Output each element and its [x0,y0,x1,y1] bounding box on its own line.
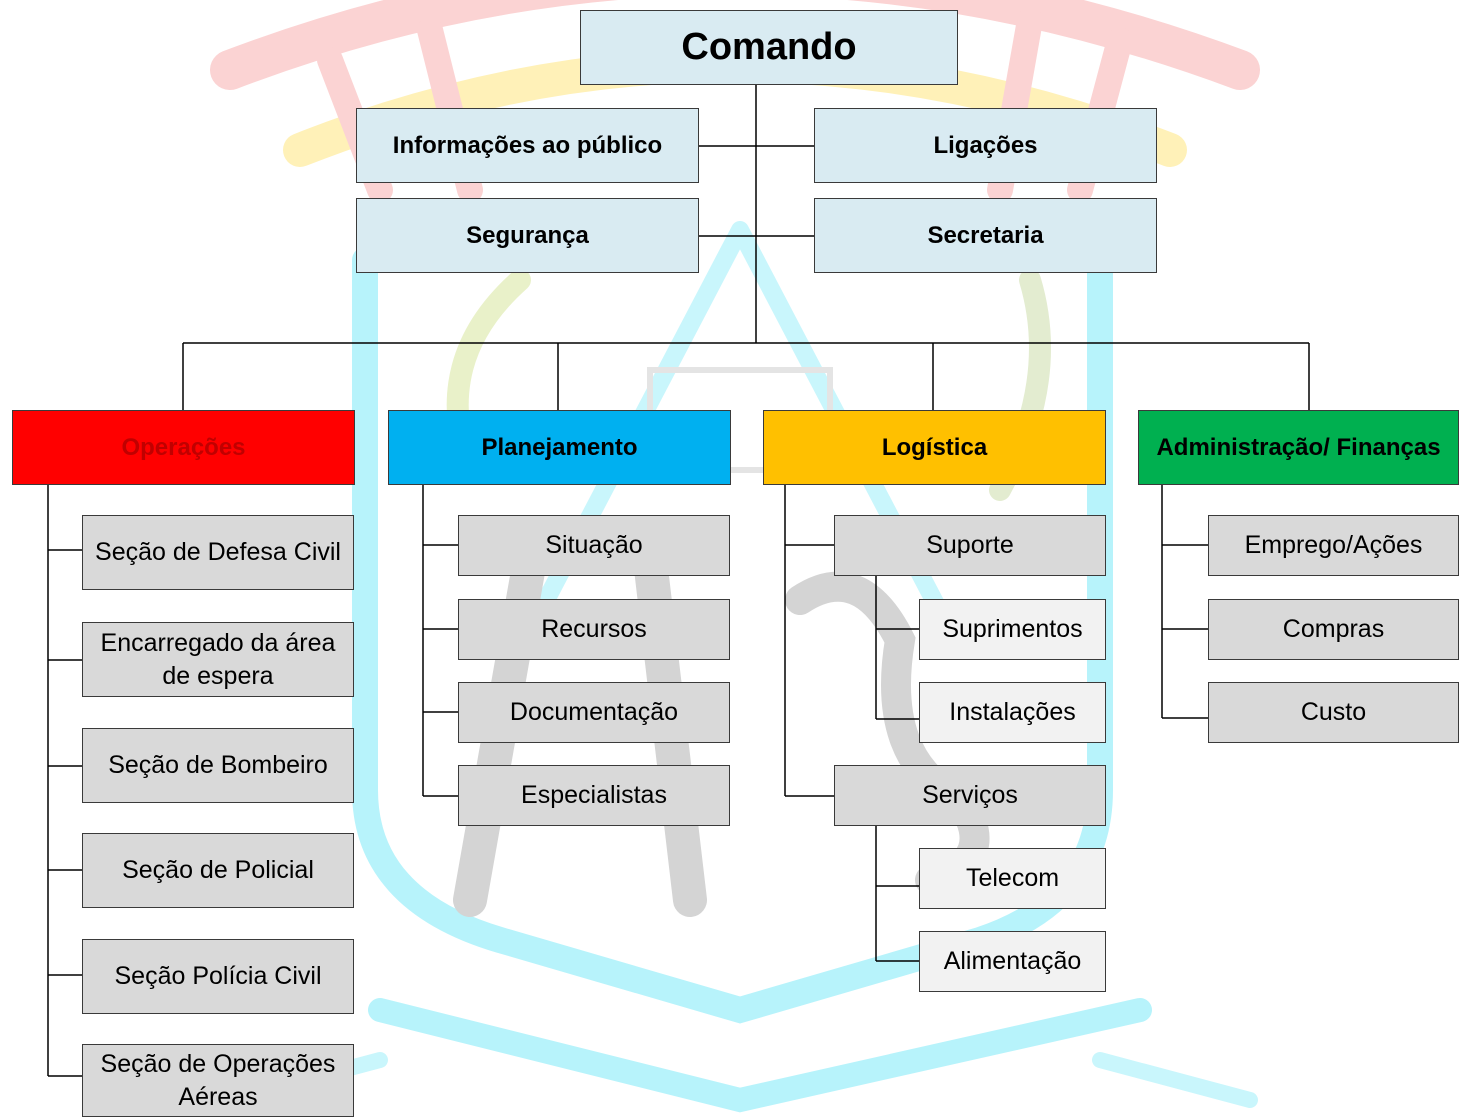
public-info-box: Informações ao público [356,108,699,183]
finance-unit: Custo [1208,682,1459,743]
finance-unit: Compras [1208,599,1459,660]
planning-section: Planejamento [388,410,731,485]
planning-unit: Especialistas [458,765,730,826]
logistics-subunit: Telecom [919,848,1106,909]
finance-section: Administração/ Finanças [1138,410,1459,485]
operations-unit: Seção de Operações Aéreas [82,1044,354,1117]
liaison-box: Ligações [814,108,1157,183]
safety-box: Segurança [356,198,699,273]
secretary-box: Secretaria [814,198,1157,273]
operations-unit: Seção de Defesa Civil [82,515,354,590]
operations-unit: Seção Polícia Civil [82,939,354,1014]
planning-unit: Documentação [458,682,730,743]
logistics-subunit: Suprimentos [919,599,1106,660]
operations-unit: Encarregado da área de espera [82,622,354,697]
planning-unit: Recursos [458,599,730,660]
logistics-section: Logística [763,410,1106,485]
logistics-subunit: Instalações [919,682,1106,743]
command-box: Comando [580,10,958,85]
finance-unit: Emprego/Ações [1208,515,1459,576]
planning-unit: Situação [458,515,730,576]
operations-unit: Seção de Bombeiro [82,728,354,803]
operations-unit: Seção de Policial [82,833,354,908]
logistics-support-box: Suporte [834,515,1106,576]
operations-section: Operações [12,410,355,485]
logistics-subunit: Alimentação [919,931,1106,992]
logistics-services-box: Serviços [834,765,1106,826]
